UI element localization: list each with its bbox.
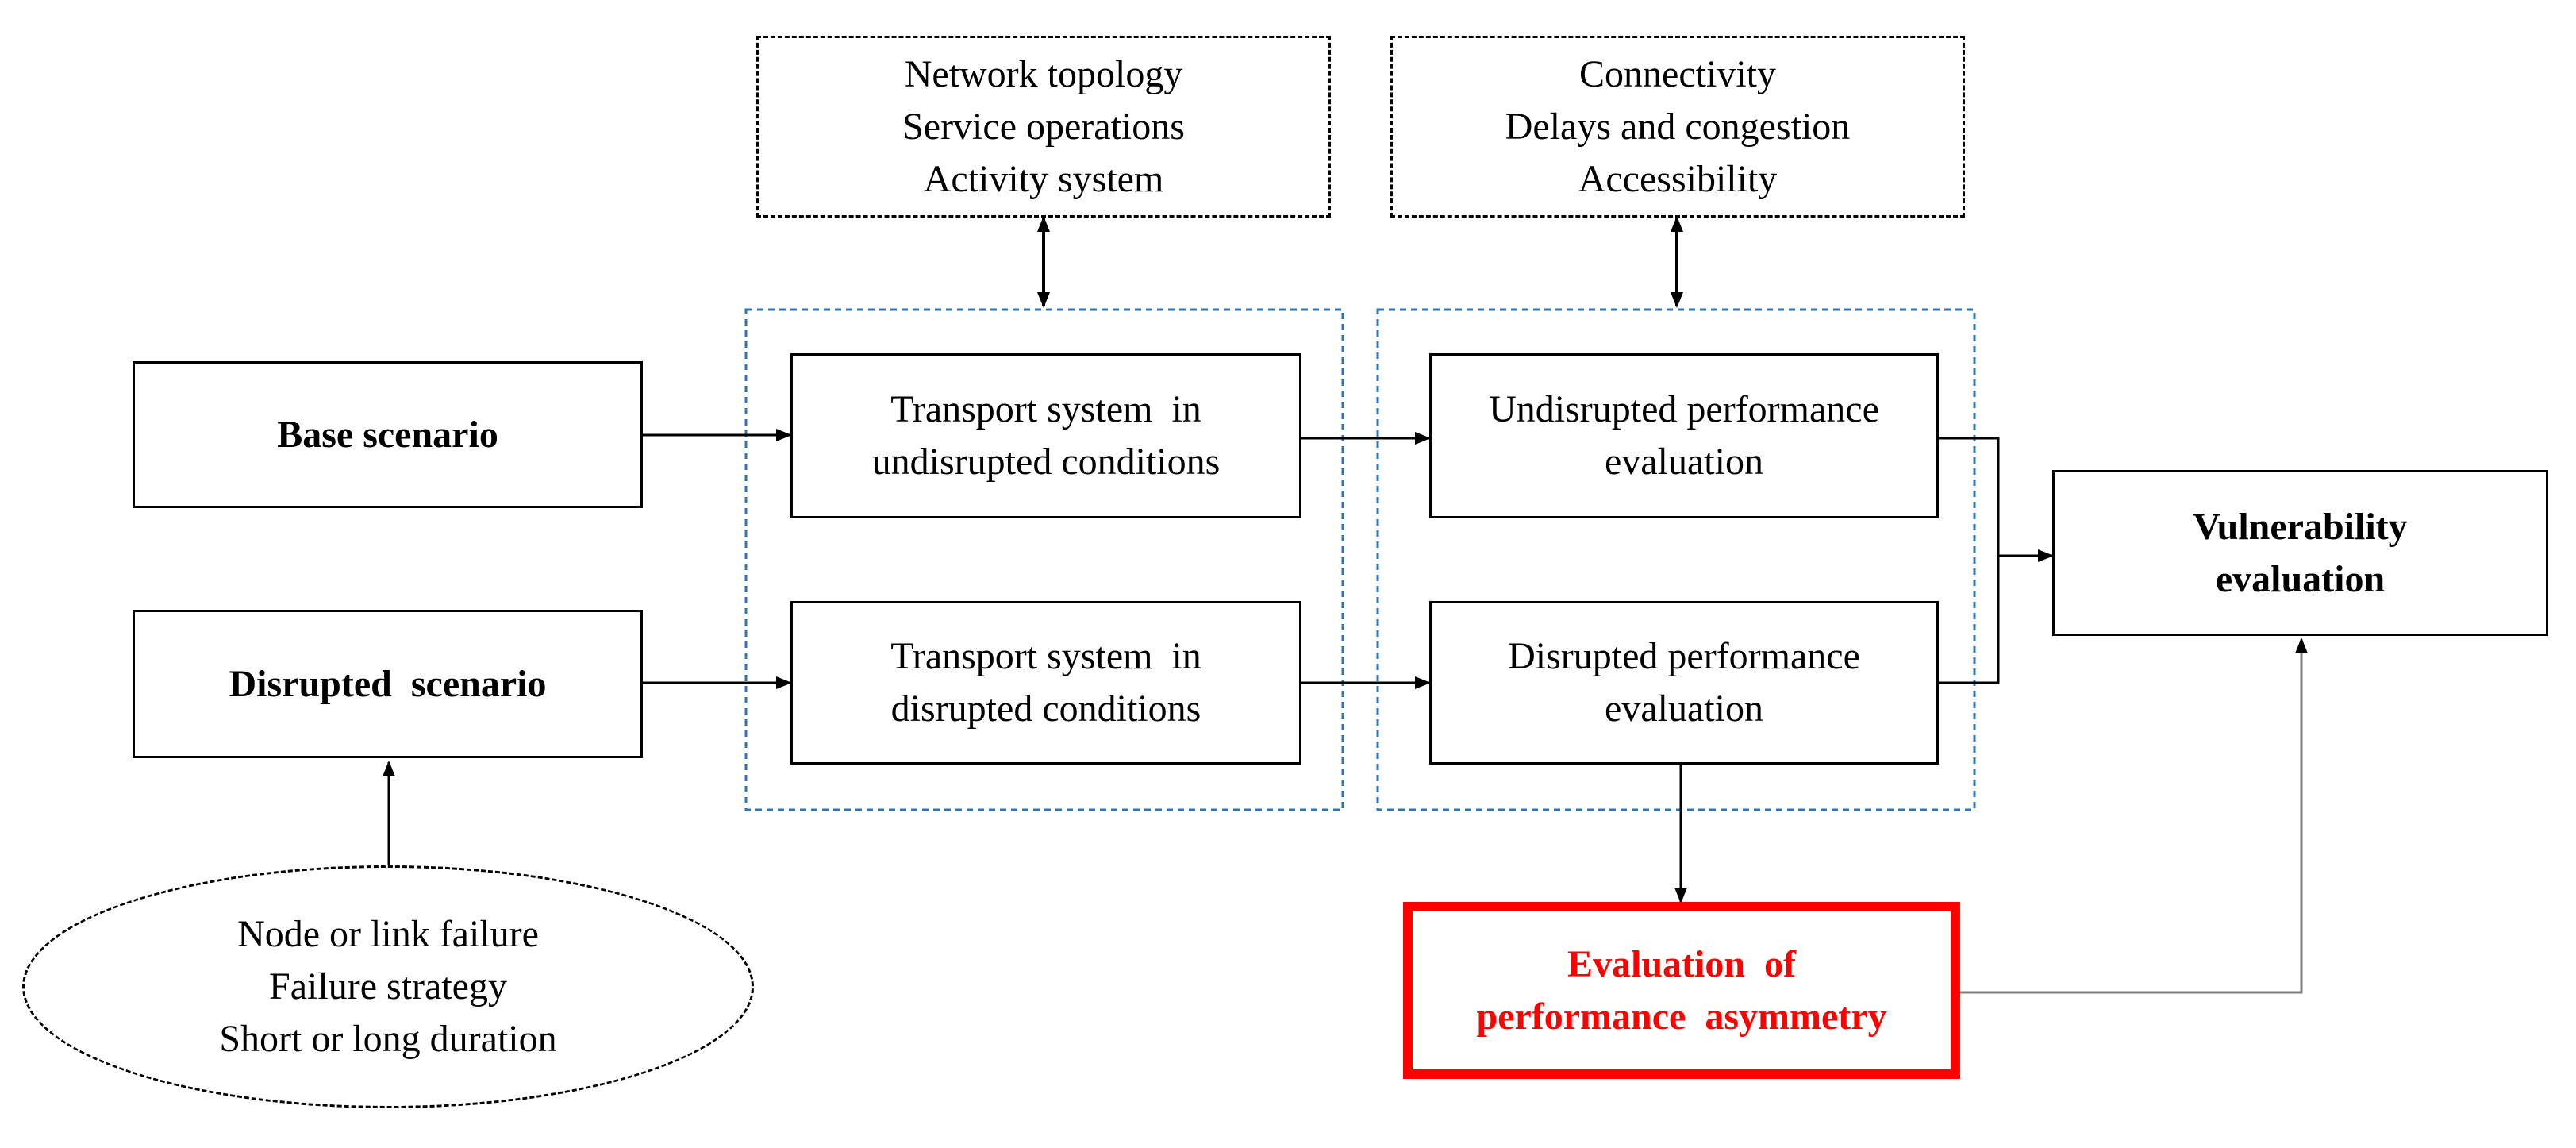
undisrupted-performance-line-2: evaluation — [1605, 441, 1763, 483]
system-factor-service-operations: Service operations — [902, 105, 1185, 148]
failure-strategy: Failure strategy — [269, 965, 507, 1007]
asymmetry-line-1: Evaluation of — [1567, 942, 1797, 985]
disrupted-performance-line-1: Disrupted performance — [1508, 635, 1860, 677]
transport-disrupted-box: Transport system in disrupted conditions — [790, 601, 1301, 765]
disrupted-scenario-label: Disrupted scenario — [229, 662, 547, 705]
failure-conditions-ellipse: Node or link failure Failure strategy Sh… — [22, 865, 754, 1108]
transport-disrupted-line-1: Transport system in — [890, 635, 1201, 677]
transport-disrupted-line-2: disrupted conditions — [890, 688, 1201, 730]
system-factors-box: Network topology Service operations Acti… — [756, 36, 1331, 218]
measure-accessibility: Accessibility — [1578, 157, 1778, 200]
undisrupted-performance-connector — [1939, 437, 2000, 556]
base-scenario-label: Base scenario — [277, 413, 498, 456]
measure-delays-congestion: Delays and congestion — [1505, 105, 1851, 148]
base-scenario-box: Base scenario — [133, 361, 643, 508]
undisrupted-performance-box: Undisrupted performance evaluation — [1429, 353, 1939, 518]
disrupted-scenario-box: Disrupted scenario — [133, 610, 643, 758]
system-factor-activity-system: Activity system — [923, 157, 1164, 200]
disrupted-performance-connector — [1939, 556, 2000, 684]
transport-group-container — [744, 308, 1344, 811]
failure-duration: Short or long duration — [219, 1018, 557, 1060]
transport-undisrupted-box: Transport system in undisrupted conditio… — [790, 353, 1301, 518]
vulnerability-line-1: Vulnerability — [2193, 505, 2408, 548]
asymmetry-line-2: performance asymmetry — [1476, 995, 1887, 1038]
performance-asymmetry-box: Evaluation of performance asymmetry — [1403, 902, 1960, 1079]
undisrupted-performance-line-1: Undisrupted performance — [1489, 388, 1879, 430]
vulnerability-line-2: evaluation — [2215, 557, 2386, 600]
measure-connectivity: Connectivity — [1579, 52, 1776, 95]
vulnerability-evaluation-box: Vulnerability evaluation — [2052, 470, 2548, 636]
system-factor-network-topology: Network topology — [904, 52, 1183, 95]
transport-undisrupted-line-2: undisrupted conditions — [871, 441, 1221, 483]
disrupted-performance-box: Disrupted performance evaluation — [1429, 601, 1939, 765]
performance-group-container — [1376, 308, 1976, 811]
transport-undisrupted-line-1: Transport system in — [890, 388, 1201, 430]
disrupted-performance-line-2: evaluation — [1605, 688, 1763, 730]
asymmetry-to-vulnerability-connector — [1960, 638, 2308, 994]
failure-node-link: Node or link failure — [237, 913, 539, 955]
performance-measures-box: Connectivity Delays and congestion Acces… — [1390, 36, 1965, 218]
